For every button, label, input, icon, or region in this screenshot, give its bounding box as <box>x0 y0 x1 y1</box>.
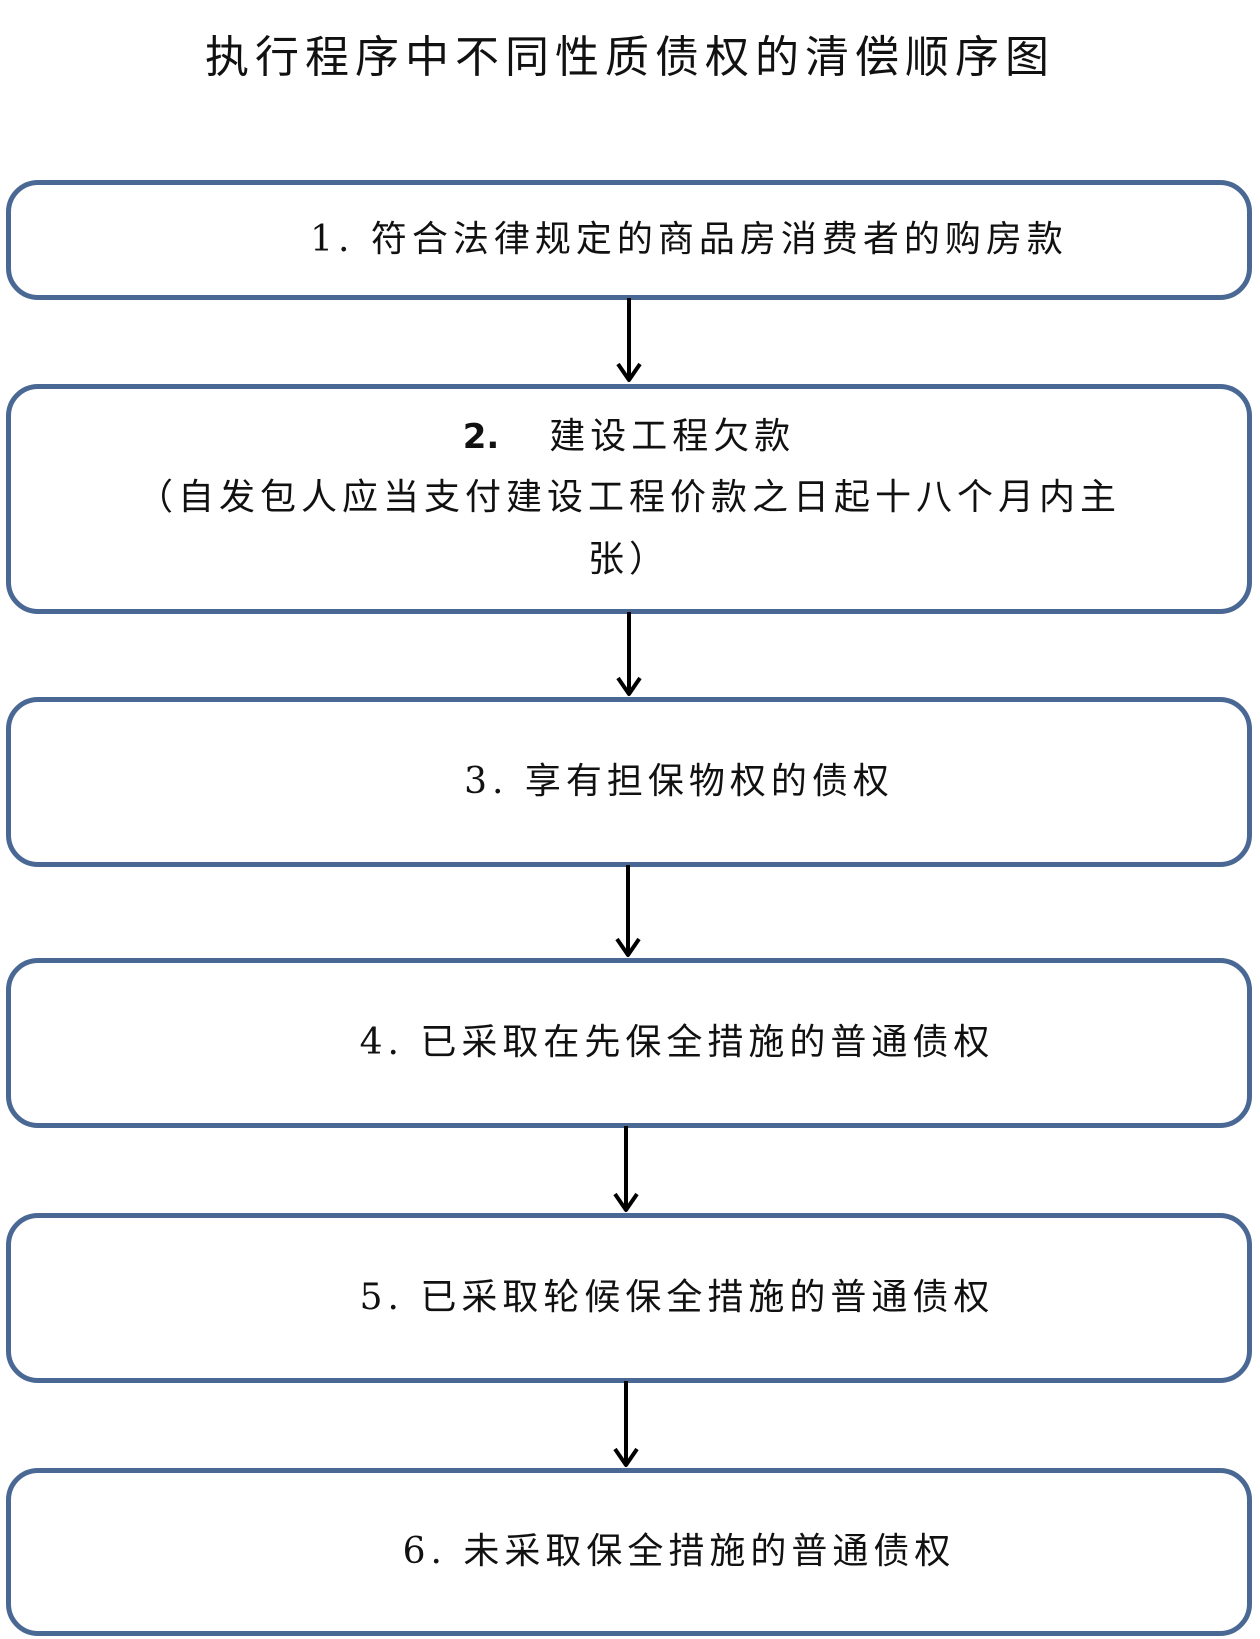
step-3-label: 3. 享有担保物权的债权 <box>464 761 894 802</box>
step-5-label: 5. 已采取轮候保全措施的普通债权 <box>359 1277 995 1318</box>
step-box-6: 6. 未采取保全措施的普通债权 <box>6 1468 1252 1636</box>
step-2-heading: 2. 建设工程欠款 <box>463 407 796 467</box>
step-2-number: 2. <box>462 417 500 457</box>
arrow-4-to-5 <box>611 1126 641 1214</box>
step-1-label: 1. 符合法律规定的商品房消费者的购房款 <box>310 219 1068 260</box>
step-box-1: 1. 符合法律规定的商品房消费者的购房款 <box>6 180 1252 300</box>
step-box-3: 3. 享有担保物权的债权 <box>6 697 1252 867</box>
arrow-5-to-6 <box>611 1381 641 1469</box>
step-4-label: 4. 已采取在先保全措施的普通债权 <box>359 1022 995 1063</box>
diagram-title: 执行程序中不同性质债权的清偿顺序图 <box>205 32 1055 83</box>
step-box-2: 2. 建设工程欠款 （自发包人应当支付建设工程价款之日起十八个月内主张） <box>6 384 1252 614</box>
arrow-3-to-4 <box>613 865 643 959</box>
step-6-label: 6. 未采取保全措施的普通债权 <box>402 1531 956 1572</box>
step-box-4: 4. 已采取在先保全措施的普通债权 <box>6 958 1252 1128</box>
step-2-label: 建设工程欠款 <box>549 416 796 457</box>
arrow-2-to-3 <box>614 612 644 698</box>
step-2-note: （自发包人应当支付建设工程价款之日起十八个月内主张） <box>136 477 1121 580</box>
arrow-1-to-2 <box>614 298 644 384</box>
step-box-5: 5. 已采取轮候保全措施的普通债权 <box>6 1213 1252 1383</box>
